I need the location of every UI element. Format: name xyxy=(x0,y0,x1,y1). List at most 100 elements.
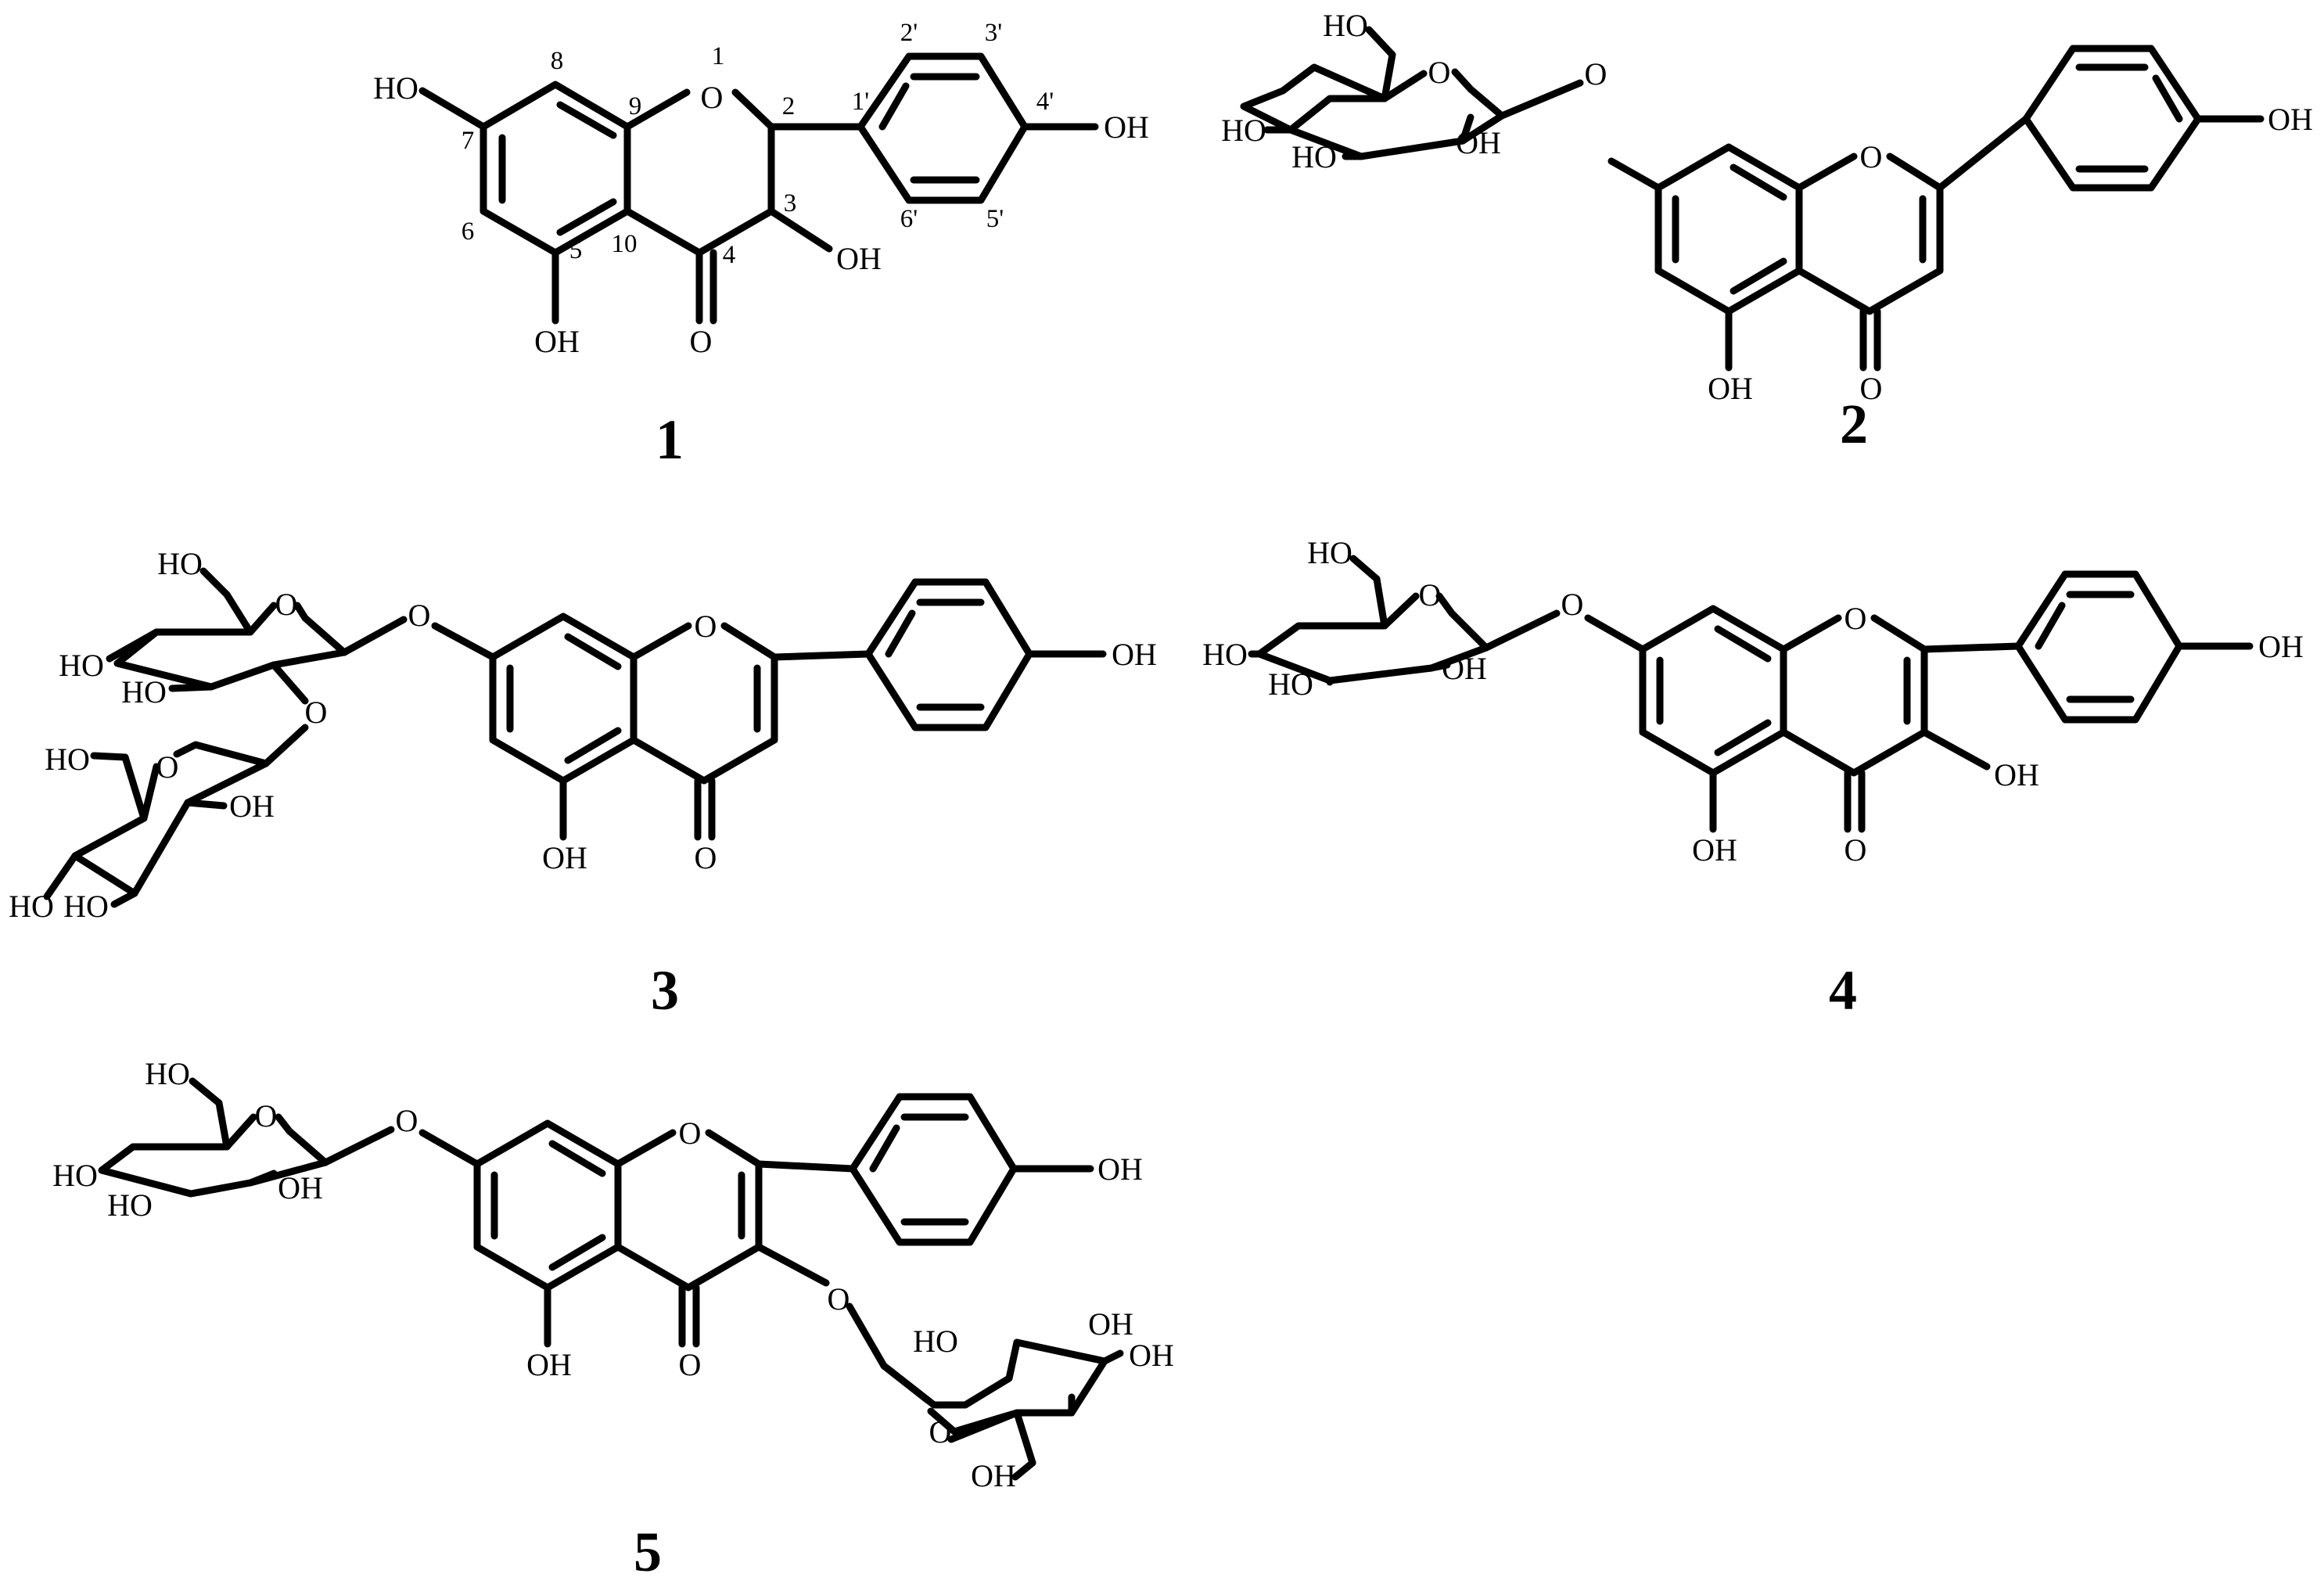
c4-bond-path-sugar xyxy=(1435,592,1490,652)
c3-bond-c2-b xyxy=(770,650,872,661)
c2-c4p-oh: OH xyxy=(2268,102,2313,137)
compound-label-4: 4 xyxy=(1829,959,1857,1022)
compound-2: O O OH OH O O HO HO HO OH 2 xyxy=(1221,8,2313,455)
c3-sugar1-c4-oh: HO xyxy=(59,648,104,683)
c3-link-o: O xyxy=(305,695,328,730)
c4-bond-sugar-ch2 xyxy=(1373,575,1388,630)
compound-label-1: 1 xyxy=(656,408,684,471)
c5-bond-path-sugar2b xyxy=(927,1338,1108,1435)
c3-c5-oh: OH xyxy=(542,840,587,875)
c5-bond-c3-o xyxy=(755,1243,830,1287)
c5-bond-o-c1s xyxy=(321,1126,395,1166)
c4-sugar-ring-o: O xyxy=(1419,577,1442,613)
c3-bond-a-in3 xyxy=(564,727,622,764)
c3-bond-c7-o xyxy=(431,622,497,661)
compound-label-2: 2 xyxy=(1840,393,1868,455)
c3-bond-s1-ch2b xyxy=(199,567,231,598)
c3-bond-s2-c4-oh xyxy=(43,852,79,900)
c1-atom-4: 4 xyxy=(723,241,736,269)
c4-ring-o: O xyxy=(1844,601,1867,636)
c3-bond-c8a-o xyxy=(630,622,692,661)
c5-c3-o: O xyxy=(828,1281,850,1317)
c3-bond-s2-ch2b xyxy=(90,752,129,761)
c3-bond-s1-c2-o xyxy=(270,661,309,705)
c1-atom-6p: 6' xyxy=(900,205,918,233)
c4-bond-o-c1s xyxy=(1482,609,1561,652)
compound-3: O O OH OH O O HO HO HO O O HO OH HO HO 3 xyxy=(9,546,1157,1022)
c4-glyc-o: O xyxy=(1561,587,1584,622)
c5-bond-s1-c2-oh xyxy=(246,1169,278,1187)
compound-5: O O OH OH O O O HO HO HO OH O OH HO OH O… xyxy=(52,1056,1174,1583)
compound-1: O O OH OH HO OH 1 2 3 4 5 6 7 8 9 10 1' … xyxy=(373,19,1149,471)
c1-atom-10: 10 xyxy=(612,230,638,258)
c5-ring-o: O xyxy=(679,1116,702,1151)
c1-ring-o: O xyxy=(701,80,724,115)
c1-c7-oh: HO xyxy=(373,70,418,106)
c1-atom-5p: 5' xyxy=(986,205,1004,233)
c1-atom-2p: 2' xyxy=(900,19,918,47)
c3-sugar2-c2-oh: OH xyxy=(229,789,275,824)
c5-sugar1-ring-o: O xyxy=(255,1098,278,1134)
c5-c5-oh: OH xyxy=(526,1347,572,1382)
c1-c4p-oh: OH xyxy=(1104,110,1149,145)
compound-4: O O OH OH OH O O HO HO HO OH 4 xyxy=(1202,535,2304,1022)
c2-bond-a-in1 xyxy=(1730,163,1787,201)
c5-bond-c2-b xyxy=(755,1160,857,1173)
c1-bond-b-inner-3 xyxy=(878,82,910,131)
c5-bond-s1-ch2 xyxy=(215,1099,231,1151)
c4-sugar-c3-oh: HO xyxy=(1268,666,1313,702)
c4-bond-a-in1 xyxy=(1714,625,1772,663)
c5-c4-o: O xyxy=(679,1347,702,1382)
c3-bond-s1-c3-oh xyxy=(168,683,215,692)
c1-bond-inner-3 xyxy=(556,198,617,236)
c1-atom-9: 9 xyxy=(629,92,642,120)
c5-sugar2-c3-oh: OH xyxy=(1088,1306,1133,1342)
c1-bond-c7-oh xyxy=(418,87,487,131)
c5-bond-s2-ch2 xyxy=(1013,1409,1036,1467)
c5-bond-o-c1s2 xyxy=(846,1302,888,1370)
c2-bond-sugar-c1c2 xyxy=(1459,112,1506,145)
c5-bond-a-in1 xyxy=(548,1140,606,1177)
c5-bond-s2-ring-o2 xyxy=(947,1409,1021,1443)
c4-c5-oh: OH xyxy=(1692,832,1737,868)
c2-bond-b-in3 xyxy=(2152,74,2183,123)
c4-bond-c3-oh xyxy=(1920,728,1991,771)
c5-bond-s2-c4-oh xyxy=(1101,1349,1124,1365)
c4-bond-sugar-ch2b xyxy=(1349,555,1381,583)
c3-bond-a-in1 xyxy=(564,633,622,670)
c2-sugar-ring-o: O xyxy=(1428,55,1451,90)
c4-bond-a-in3 xyxy=(1714,719,1772,756)
c5-bond-s1-ch2b xyxy=(189,1077,223,1107)
c2-c4-o: O xyxy=(1860,371,1883,406)
c3-sugar2-c3-oh: HO xyxy=(63,889,109,924)
c3-c4-o: O xyxy=(695,840,717,875)
c4-bond-c2-b xyxy=(1920,642,2022,653)
c3-sugar2-c4-oh: HO xyxy=(9,889,54,924)
c2-sugar-c3-oh: HO xyxy=(1291,139,1337,174)
c2-bond-sugar-c2c3 xyxy=(1357,137,1467,160)
c3-bond-path-sugar1 xyxy=(293,602,348,656)
c3-bond-s1-c4-oh xyxy=(106,628,160,663)
c4-sugar-ch2oh: HO xyxy=(1307,535,1352,570)
c1-atom-1p: 1' xyxy=(852,88,869,116)
compound-label-5: 5 xyxy=(634,1521,662,1583)
c2-bond-path-sugar xyxy=(1451,68,1506,120)
c5-sugar1-ch2oh: HO xyxy=(145,1056,190,1091)
c2-bond-path-c xyxy=(1795,153,1944,315)
c4-bond-c7-o xyxy=(1584,614,1647,653)
c2-c5-oh: OH xyxy=(1708,371,1753,406)
c2-bond-sugar-c2-oh xyxy=(1459,113,1475,145)
c5-bond-a-in3 xyxy=(548,1234,606,1271)
c3-sugar1-ch2oh: HO xyxy=(157,546,203,581)
c5-sugar1-c2-oh: OH xyxy=(278,1170,323,1205)
c2-bond-path-sugar-b xyxy=(1240,63,1428,134)
c2-bond-o-c1s xyxy=(1498,79,1584,120)
c5-sugar2-c4-oh: OH xyxy=(1129,1338,1174,1373)
c3-sugar1-c3-oh: HO xyxy=(121,674,167,710)
c4-bond-path-a xyxy=(1639,605,1787,777)
c1-atom-3: 3 xyxy=(784,189,797,217)
c1-atom-6: 6 xyxy=(462,217,475,246)
compound-label-3: 3 xyxy=(651,959,679,1022)
c2-sugar-c4-oh: HO xyxy=(1221,113,1266,148)
